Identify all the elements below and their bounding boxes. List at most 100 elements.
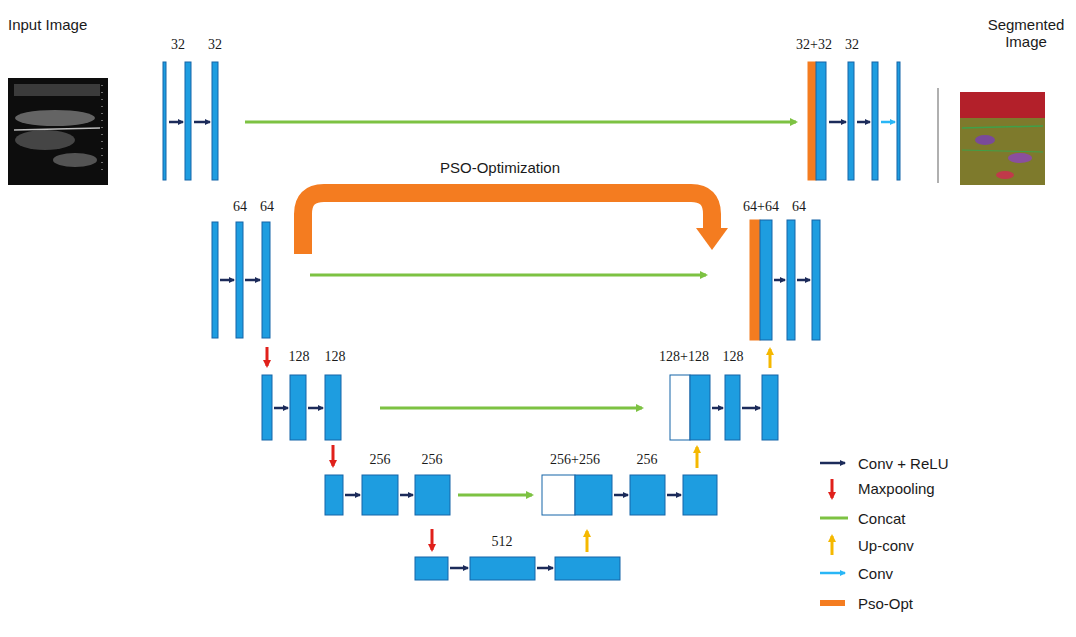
feature-map: [848, 62, 854, 180]
image-ground: [8, 78, 108, 185]
image-ruler: [102, 85, 103, 175]
channel-count: 32: [845, 37, 859, 53]
upconv-arrow: [586, 531, 589, 552]
pso-block: [808, 62, 816, 180]
channel-count: 64+64: [743, 199, 779, 215]
feature-map: [163, 62, 166, 180]
separator-line: [937, 88, 939, 183]
segmented-image: [960, 92, 1045, 185]
image-caption: Input Image: [8, 16, 87, 33]
conv-relu-arrow: [797, 279, 810, 282]
maxpool-arrow: [266, 347, 269, 366]
legend-sample: [820, 517, 848, 520]
conv-relu-arrow: [774, 279, 785, 282]
conv-relu-arrow: [829, 121, 846, 124]
legend-text: Concat: [858, 510, 906, 527]
concat-arrows: [245, 122, 848, 518]
conv-arrows: [820, 122, 895, 573]
upconv-arrow: [769, 349, 772, 368]
conv-relu-arrow: [245, 279, 260, 282]
conv-relu-arrow: [345, 494, 360, 497]
feature-map: [262, 222, 270, 338]
legend-sample: [820, 462, 845, 465]
feature-map: [325, 475, 343, 515]
conv-relu-arrow: [194, 121, 210, 124]
pso-arrow-head: [696, 228, 728, 250]
image-texture: [15, 110, 95, 126]
feature-map: [725, 375, 740, 440]
conv-arrow: [881, 121, 895, 124]
channel-count: 32: [171, 37, 185, 53]
concat-arrow: [310, 274, 706, 277]
channel-count: 128+128: [659, 349, 709, 365]
channel-count: 256: [637, 452, 658, 468]
conv-relu-arrow: [308, 407, 323, 410]
legend-text: Conv: [858, 565, 893, 582]
image-region: [960, 92, 1045, 118]
conv-relu-arrow: [712, 407, 723, 410]
conv-relu-arrow: [220, 279, 234, 282]
feature-map: [185, 62, 191, 180]
feature-map: [212, 222, 218, 338]
conv-relu-arrow: [614, 494, 628, 497]
feature-map: [262, 375, 272, 440]
legend-text: Pso-Opt: [858, 595, 913, 612]
feature-map: [872, 62, 878, 180]
legend-sample: [831, 479, 834, 498]
conv-relu-arrow: [169, 121, 183, 124]
concat-arrow: [458, 494, 532, 497]
pso-arrow-body: [303, 193, 712, 254]
channel-count: 128: [723, 349, 744, 365]
feature-map: [787, 220, 795, 340]
feature-map: [690, 375, 710, 440]
pso-block: [750, 220, 760, 340]
concat-arrow: [380, 407, 642, 410]
feature-map: [555, 557, 620, 580]
copied-map: [542, 475, 575, 515]
channel-count: 128: [289, 349, 310, 365]
image-texture: [53, 153, 97, 167]
feature-map: [212, 62, 218, 180]
feature-map: [236, 222, 243, 338]
feature-map: [290, 375, 306, 440]
channel-count: 128: [325, 349, 346, 365]
legend-sample: [831, 536, 834, 555]
maxpool-arrow: [332, 445, 335, 466]
image-region: [996, 171, 1014, 179]
feature-map: [816, 62, 826, 180]
conv-relu-arrow: [667, 494, 681, 497]
image-region: [975, 135, 995, 145]
pso-optimization-arrow: [303, 193, 728, 254]
channel-count: 256+256: [550, 452, 600, 468]
pso-label: PSO-Optimization: [440, 159, 560, 176]
image-texture: [14, 128, 100, 130]
upconv-arrow: [696, 447, 699, 468]
legend-swatch: [820, 600, 845, 606]
upconv-arrows: [587, 349, 832, 555]
feature-map: [362, 475, 398, 515]
legend-text: Conv + ReLU: [858, 455, 948, 472]
copied-map: [670, 375, 690, 440]
feature-map: [762, 375, 778, 440]
conv-relu-arrows: [169, 122, 870, 568]
channel-count: 64: [260, 199, 274, 215]
feature-map: [630, 475, 665, 515]
feature-map: [415, 475, 450, 515]
feature-map: [897, 62, 900, 180]
channel-count: 512: [492, 534, 513, 550]
channel-count: 256: [370, 452, 391, 468]
channel-count: 32: [208, 37, 222, 53]
legend-sample: [820, 572, 845, 575]
image-caption: Segmented Image: [980, 16, 1072, 51]
conv-relu-arrow: [400, 494, 413, 497]
image-ground: [960, 92, 1045, 185]
conv-relu-arrow: [742, 407, 760, 410]
feature-map: [760, 220, 772, 340]
maxpool-arrows: [267, 347, 832, 550]
image-texture: [14, 84, 100, 96]
unet-blocks: [163, 62, 900, 580]
image-texture: [15, 130, 75, 150]
image-region: [962, 126, 1043, 128]
conv-relu-arrow: [274, 407, 288, 410]
